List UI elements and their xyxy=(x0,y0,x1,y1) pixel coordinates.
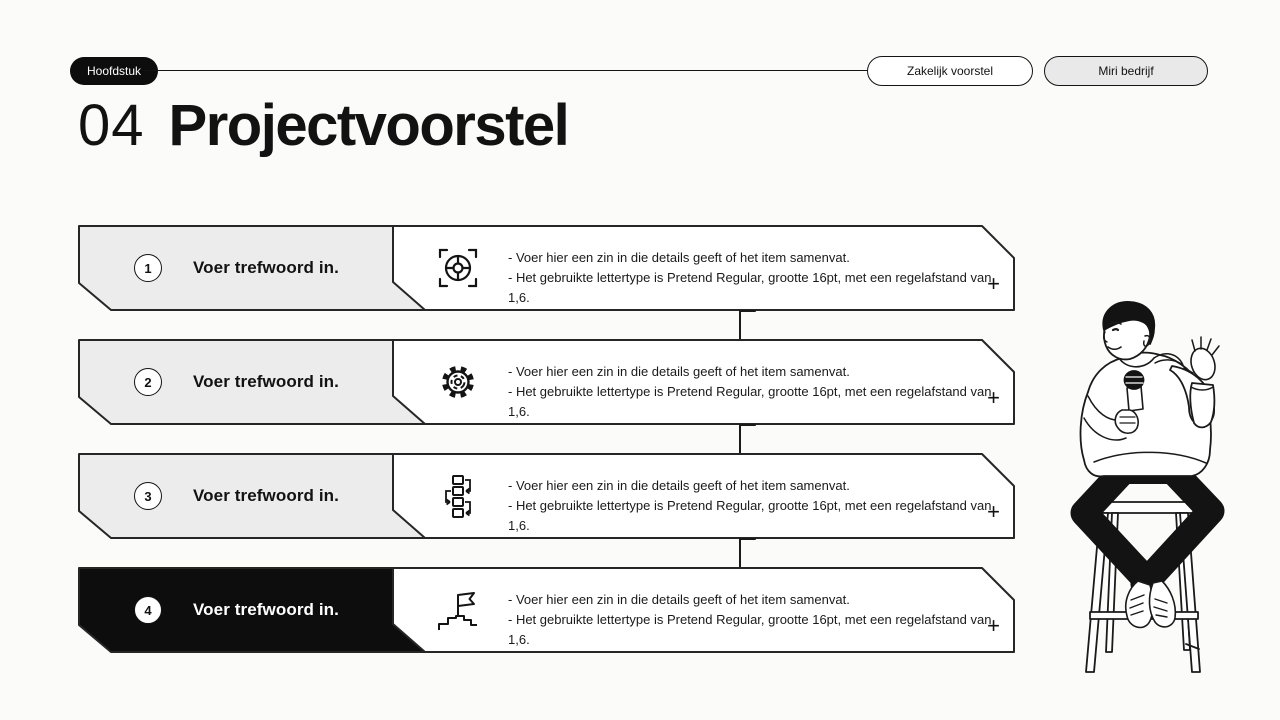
step-row-shape xyxy=(78,339,1015,425)
step-detail-line: - Voer hier een zin in die details geeft… xyxy=(508,592,850,607)
chapter-pill: Hoofdstuk xyxy=(70,57,159,85)
flowchart-icon xyxy=(445,475,471,518)
gear-icon xyxy=(442,366,474,398)
step-row-2[interactable]: 2 Voer trefwoord in. - Voer hier een zin… xyxy=(78,339,1016,425)
milestone-flag-icon xyxy=(438,592,477,630)
step-number-badge: 3 xyxy=(134,482,162,510)
page-title: 04 Projectvoorstel xyxy=(78,92,570,159)
step-detail-line: - Het gebruikte lettertype is Pretend Re… xyxy=(508,612,992,647)
step-number: 3 xyxy=(144,488,152,504)
step-row-shape xyxy=(78,453,1015,539)
step-detail-line: - Het gebruikte lettertype is Pretend Re… xyxy=(508,498,992,533)
chapter-pill-label: Hoofdstuk xyxy=(87,64,142,78)
page-title-text: Projectvoorstel xyxy=(168,93,570,158)
step-number: 1 xyxy=(144,260,152,276)
step-keyword: Voer trefwoord in. xyxy=(193,372,339,391)
header-button-miri-bedrijf[interactable]: Miri bedrijf xyxy=(1044,56,1208,86)
expand-plus-button[interactable]: + xyxy=(987,499,1000,524)
header-button-label: Miri bedrijf xyxy=(1098,64,1154,78)
step-details: - Voer hier een zin in die details geeft… xyxy=(508,590,1016,650)
step-details: - Voer hier een zin in die details geeft… xyxy=(508,362,1016,422)
step-keyword: Voer trefwoord in. xyxy=(193,486,339,505)
step-detail-line: - Het gebruikte lettertype is Pretend Re… xyxy=(508,270,992,305)
step-number-badge: 1 xyxy=(134,254,162,282)
step-row-shape xyxy=(78,567,1015,653)
step-detail-line: - Voer hier een zin in die details geeft… xyxy=(508,364,850,379)
expand-plus-button[interactable]: + xyxy=(987,271,1000,296)
header-button-zakelijk-voorstel[interactable]: Zakelijk voorstel xyxy=(867,56,1033,86)
speaker-on-stool-illustration xyxy=(1070,301,1225,673)
header-divider-line xyxy=(145,70,867,71)
step-detail-line: - Het gebruikte lettertype is Pretend Re… xyxy=(508,384,992,419)
step-number-badge: 2 xyxy=(134,368,162,396)
step-keyword: Voer trefwoord in. xyxy=(193,600,339,619)
step-row-3[interactable]: 3 Voer trefwoord in. - Voer hier een zin… xyxy=(78,453,1016,539)
step-row-4[interactable]: 4 Voer trefwoord in. - Voer hier een zin… xyxy=(78,567,1016,653)
step-keyword: Voer trefwoord in. xyxy=(193,258,339,277)
step-number: 2 xyxy=(144,374,152,390)
step-details: - Voer hier een zin in die details geeft… xyxy=(508,476,1016,536)
expand-plus-button[interactable]: + xyxy=(987,613,1000,638)
step-detail-line: - Voer hier een zin in die details geeft… xyxy=(508,250,850,265)
step-detail-line: - Voer hier een zin in die details geeft… xyxy=(508,478,850,493)
step-row-1[interactable]: 1 Voer trefwoord in. - Voer hier een zin… xyxy=(78,225,1016,311)
step-details: - Voer hier een zin in die details geeft… xyxy=(508,248,1016,308)
step-number-badge: 4 xyxy=(134,596,162,624)
step-row-shape xyxy=(78,225,1015,311)
expand-plus-button[interactable]: + xyxy=(987,385,1000,410)
header-button-label: Zakelijk voorstel xyxy=(906,64,994,78)
focus-target-icon xyxy=(438,248,478,288)
step-number: 4 xyxy=(144,602,152,618)
chapter-number: 04 xyxy=(78,93,145,158)
